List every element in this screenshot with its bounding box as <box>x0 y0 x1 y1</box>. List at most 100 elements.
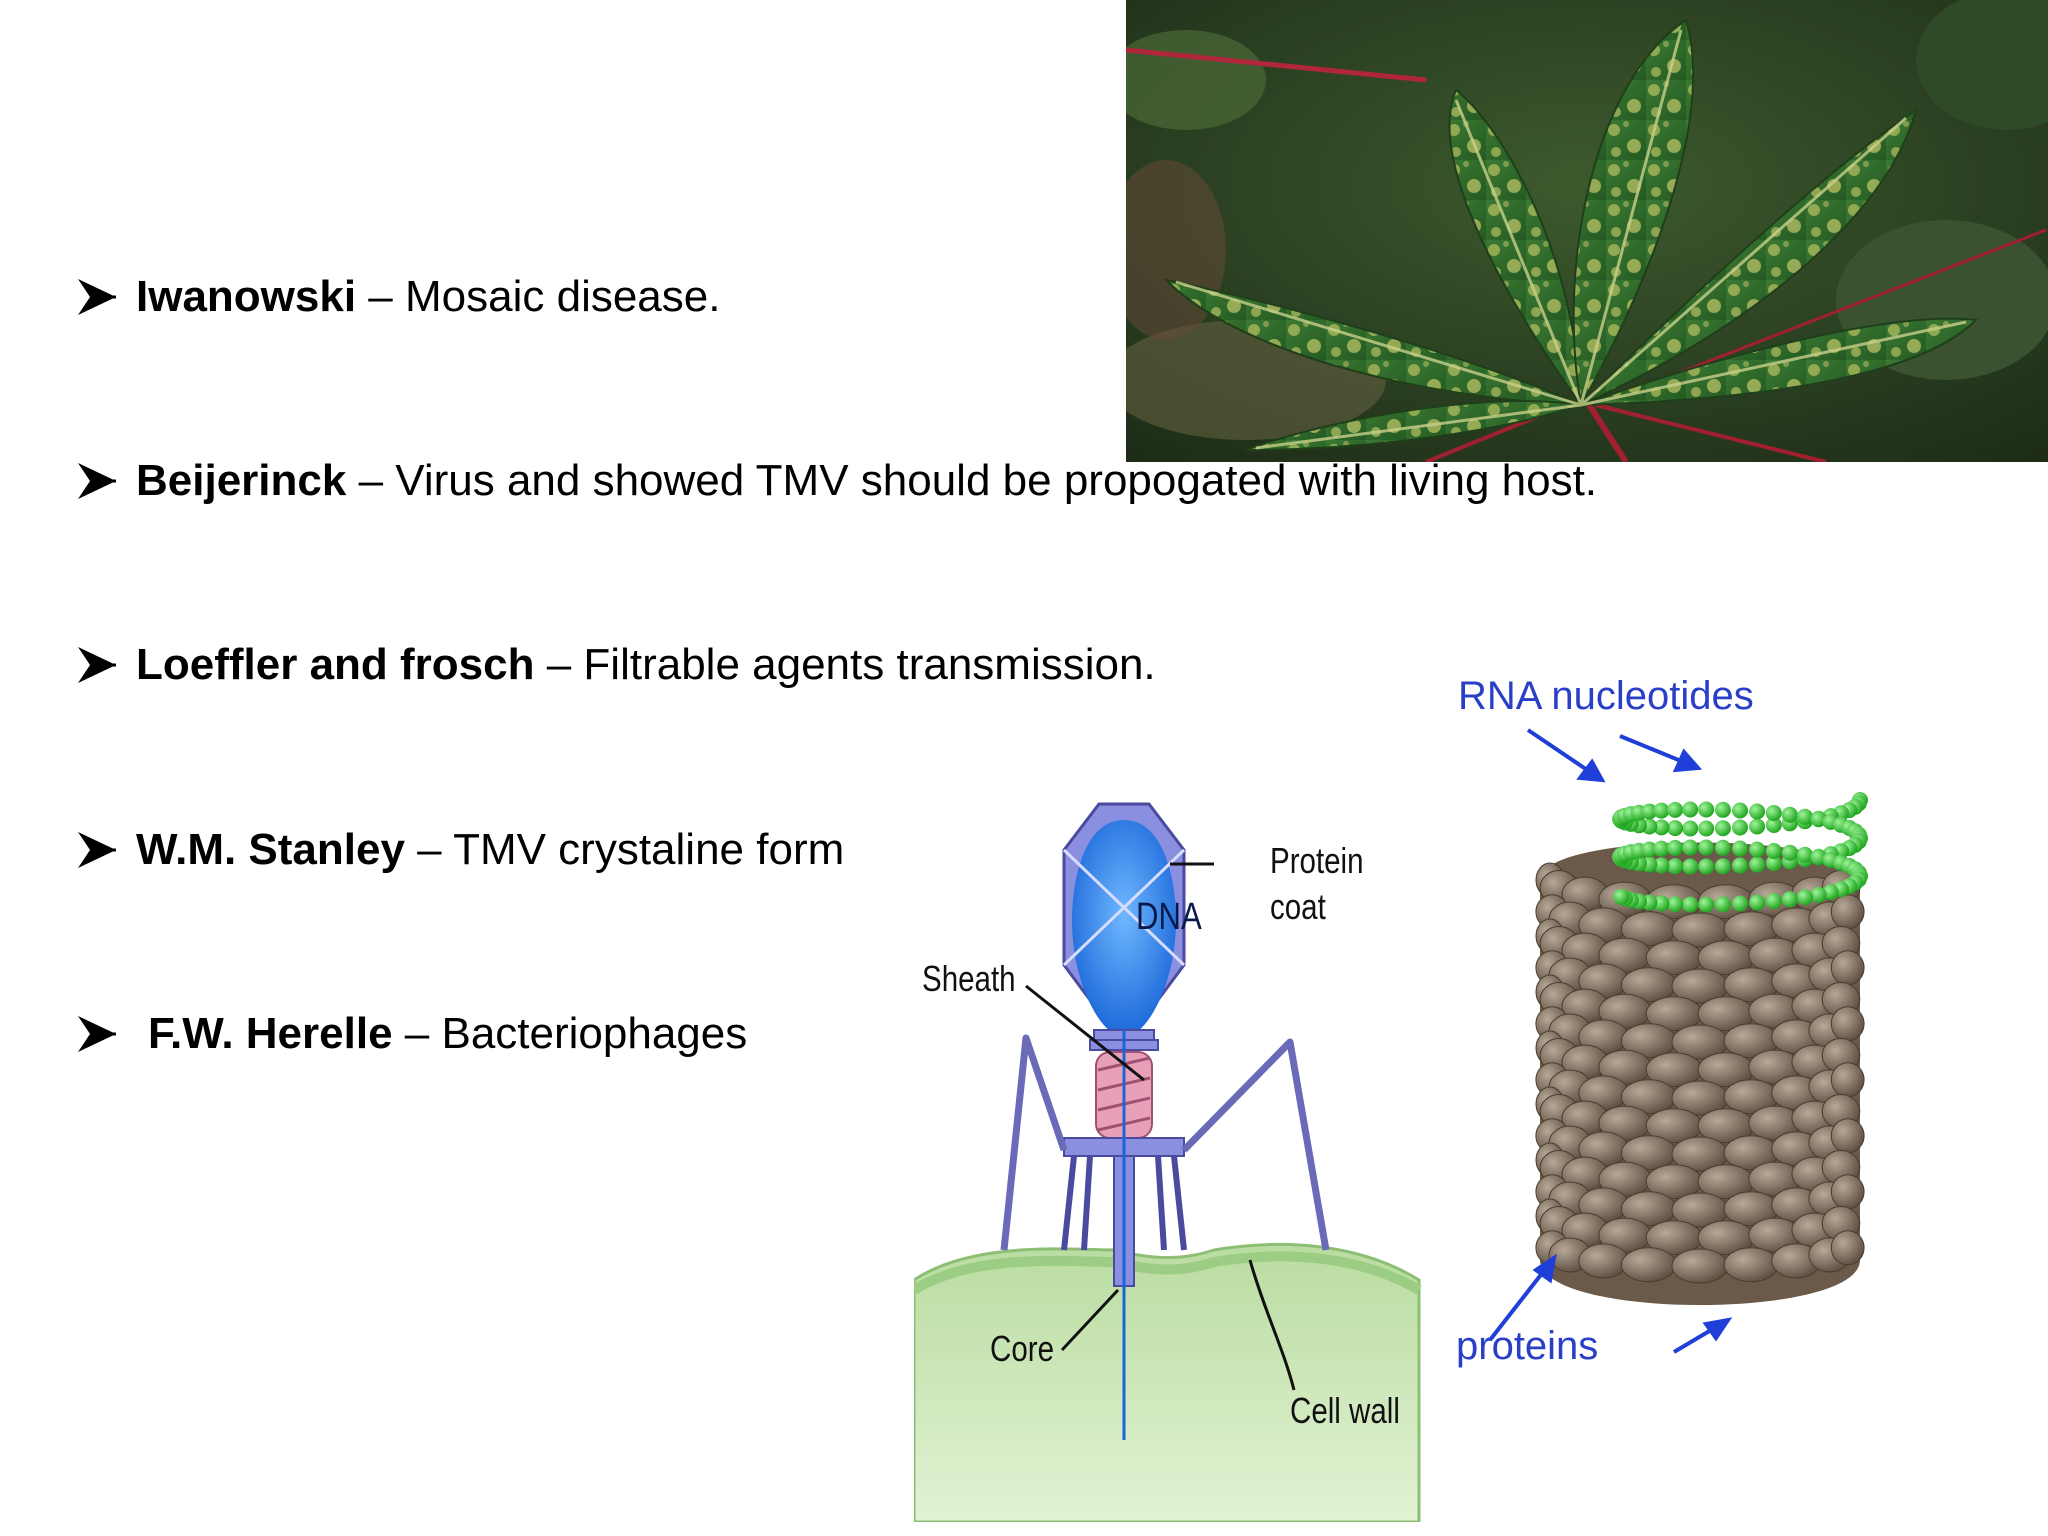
rna-bead <box>1749 818 1766 835</box>
rna-bead <box>1765 843 1782 859</box>
bacteriophage-diagram: DNA Protein coat Sheath Core Cell wall <box>911 790 1424 1524</box>
tmv-illustration <box>1488 728 1868 1354</box>
rna-bead <box>1682 858 1699 875</box>
bullet-desc: – Filtrable agents transmission. <box>534 640 1156 689</box>
arrow-bullet-icon <box>78 832 116 868</box>
bullet-name: W.M. Stanley <box>136 825 405 874</box>
rna-bead <box>1749 841 1766 858</box>
bullet-herelle: F.W. Herelle – Bacteriophages <box>76 999 747 1069</box>
mosaic-leaf-image <box>1126 0 2048 462</box>
rna-bead <box>1822 884 1839 901</box>
bullet-name: Beijerinck <box>136 456 347 505</box>
arrow-bullet-icon <box>78 279 116 315</box>
rna-helix <box>1612 792 1868 913</box>
rna-bead <box>1682 896 1699 913</box>
bullet-loeffler-frosch: Loeffler and frosch – Filtrable agents t… <box>76 630 1156 700</box>
rna-bead <box>1714 820 1731 837</box>
rna-bead <box>1810 811 1827 828</box>
rna-bead <box>1682 839 1699 856</box>
rna-bead <box>1796 846 1813 863</box>
bullet-stanley: W.M. Stanley – TMV crystaline form <box>76 815 844 885</box>
rna-nucleotides-label: RNA nucleotides <box>1458 674 1754 718</box>
rna-bead <box>1765 893 1782 909</box>
rna-bead <box>1765 817 1782 833</box>
rna-bead <box>1796 808 1813 825</box>
rna-bead <box>1682 801 1699 818</box>
rna-bead <box>1796 889 1813 906</box>
bullet-iwanowski: Iwanowski – Mosaic disease. <box>76 262 720 332</box>
arrow-bullet-icon <box>78 1016 116 1052</box>
bullet-desc: – Mosaic disease. <box>356 272 721 321</box>
rna-bead <box>1714 839 1731 856</box>
protein-subunit <box>1578 1243 1629 1279</box>
protein-subunit <box>1830 1230 1865 1266</box>
rna-bead <box>1749 894 1766 911</box>
mosaic-leaf-photo <box>1126 0 2048 462</box>
rna-bead <box>1714 896 1731 913</box>
protein-subunit <box>1830 1062 1865 1098</box>
core-label: Core <box>990 1328 1054 1369</box>
rna-bead <box>1698 820 1715 837</box>
arrow-bullet-icon <box>78 463 116 499</box>
bacteriophage-illustration <box>911 802 1422 1524</box>
rna-bead <box>1653 840 1670 857</box>
proteins-label: proteins <box>1456 1324 1599 1368</box>
dna-label: DNA <box>1136 896 1202 938</box>
rna-bead <box>1653 857 1670 874</box>
protein-subunit <box>1830 1006 1865 1042</box>
rna-bead <box>1613 888 1630 905</box>
protein-subunit <box>1830 894 1865 930</box>
rna-bead <box>1641 803 1658 820</box>
rna-bead <box>1667 896 1684 913</box>
rna-bead <box>1682 820 1699 837</box>
bullet-name: Iwanowski <box>136 272 357 321</box>
cell-wall-label: Cell wall <box>1290 1390 1400 1431</box>
arrow-bullet-icon <box>78 647 116 683</box>
rna-bead <box>1732 802 1748 819</box>
rna-bead <box>1781 891 1798 908</box>
rna-bead <box>1732 857 1748 874</box>
rna-bead <box>1653 819 1670 836</box>
protein-subunit <box>1830 950 1865 986</box>
rna-bead <box>1667 839 1684 856</box>
rna-bead <box>1810 886 1827 903</box>
bullet-desc: – Virus and showed TMV should be propoga… <box>346 456 1598 505</box>
rna-bead <box>1653 802 1670 819</box>
rna-bead <box>1653 895 1670 912</box>
protein-subunit <box>1671 1248 1729 1284</box>
coat-label: coat <box>1270 886 1326 927</box>
rna-bead <box>1698 896 1715 913</box>
sheath-label: Sheath <box>922 958 1016 999</box>
rna-bead <box>1810 849 1827 866</box>
rna-bead <box>1781 844 1798 861</box>
rna-bead <box>1698 801 1715 818</box>
bullet-beijerinck: Beijerinck – Virus and showed TMV should… <box>76 446 1597 516</box>
bullet-name: Loeffler and frosch <box>136 640 535 689</box>
rna-bead <box>1732 840 1748 857</box>
bullet-name: F.W. Herelle <box>148 1009 393 1058</box>
rna-bead <box>1698 839 1715 856</box>
rna-bead <box>1732 895 1748 912</box>
protein-subunit <box>1621 1247 1677 1283</box>
rna-bead <box>1732 819 1748 836</box>
rna-bead <box>1781 806 1798 823</box>
rna-bead <box>1749 856 1766 873</box>
rna-bead <box>1714 801 1731 818</box>
rna-bead <box>1765 805 1782 821</box>
protein-subunit <box>1830 1174 1865 1210</box>
protein-label: Protein <box>1270 840 1364 881</box>
protein-cylinder <box>1535 842 1865 1305</box>
rna-bead <box>1667 801 1684 818</box>
bullet-desc: – TMV crystaline form <box>404 825 845 874</box>
bullet-desc: – Bacteriophages <box>392 1009 748 1058</box>
protein-subunit <box>1830 1118 1865 1154</box>
rna-bead <box>1667 858 1684 875</box>
tmv-diagram: RNA nucleotides proteins <box>1440 674 2020 1380</box>
protein-subunit <box>1723 1247 1779 1283</box>
rna-bead <box>1749 803 1766 820</box>
rna-bead <box>1714 858 1731 875</box>
rna-bead <box>1765 855 1782 871</box>
rna-bead <box>1641 841 1658 858</box>
rna-bead <box>1698 858 1715 875</box>
